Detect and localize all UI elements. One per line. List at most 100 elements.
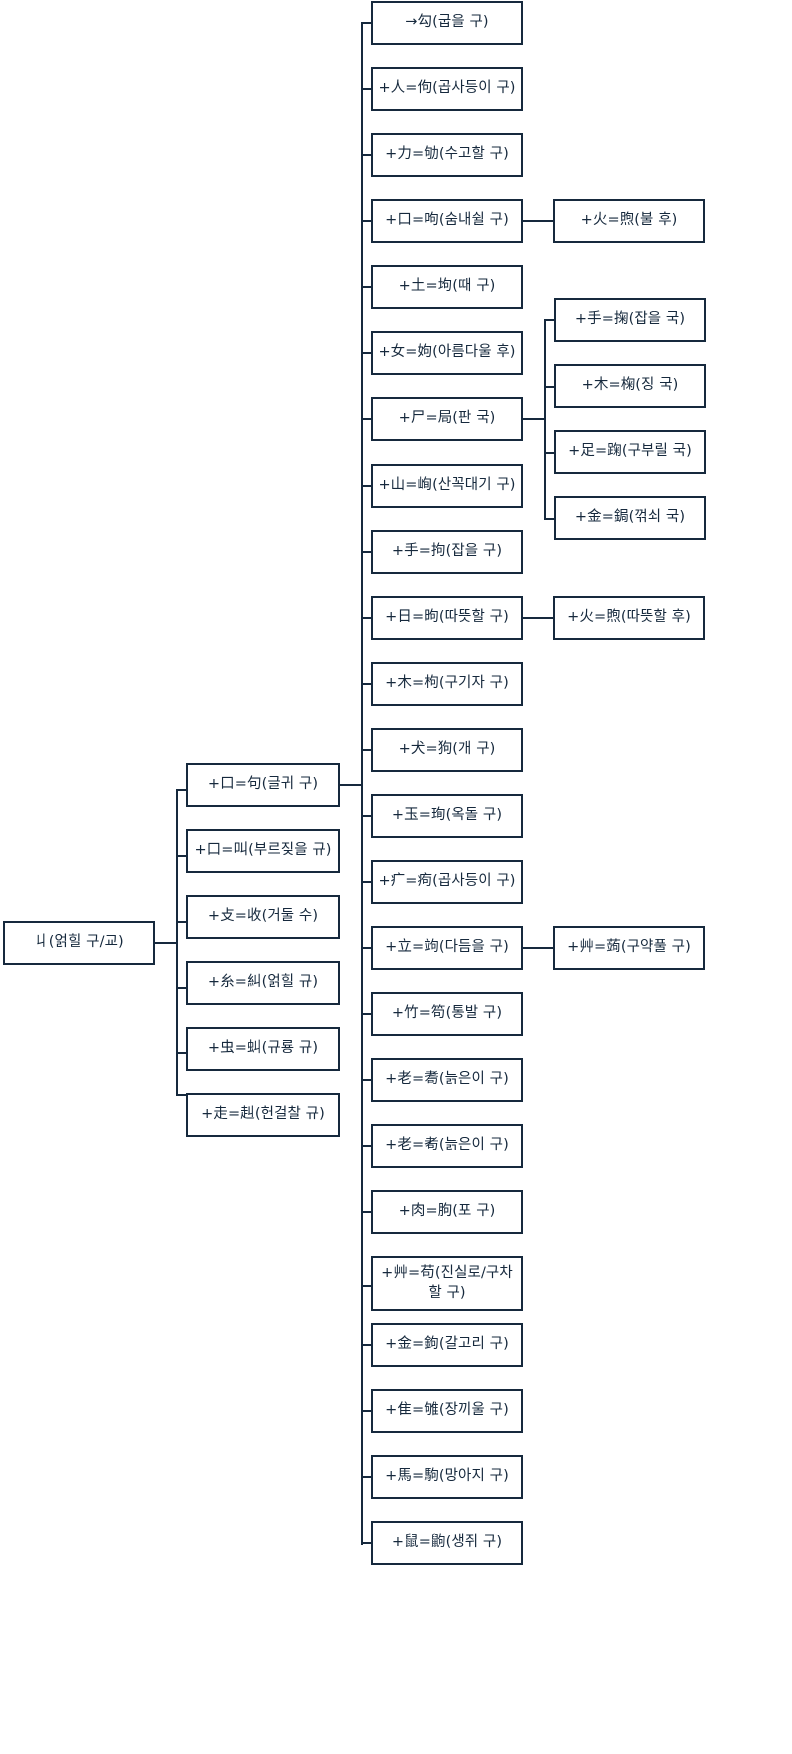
level3-node-1[interactable]: +人=佝(곱사등이 구) xyxy=(371,67,523,111)
level3-node-9[interactable]: +日=昫(따뜻할 구) xyxy=(371,596,523,640)
edge-stub-l4-2 xyxy=(544,386,554,388)
edge-stub-l3-15 xyxy=(361,1013,371,1015)
edge-root-out xyxy=(155,942,177,944)
level3-node-23[interactable]: +鼠=鼩(생쥐 구) xyxy=(371,1521,523,1565)
edge-stub-l4-3 xyxy=(544,452,554,454)
level2-node-0-label: +口=句(글귀 구) xyxy=(207,776,319,793)
level4-node-4[interactable]: +金=鋦(꺾쇠 국) xyxy=(554,496,706,540)
edge-stub-l4-4 xyxy=(544,518,554,520)
level4-node-1-label: +手=掬(잡을 국) xyxy=(574,311,686,328)
level2-node-3[interactable]: +糸=糾(얽힐 규) xyxy=(186,961,340,1005)
level3-node-18[interactable]: +肉=朐(포 구) xyxy=(371,1190,523,1234)
level3-node-13[interactable]: +疒=痀(곱사등이 구) xyxy=(371,860,523,904)
level3-node-0[interactable]: →勾(굽을 구) xyxy=(371,1,523,45)
edge-stub-l2-5 xyxy=(176,1094,186,1096)
level3-node-11[interactable]: +犬=狗(개 구) xyxy=(371,728,523,772)
level4-node-6[interactable]: +艸=蒟(구약풀 구) xyxy=(553,926,705,970)
level3-node-15[interactable]: +竹=笱(통발 구) xyxy=(371,992,523,1036)
edge-level4-kuk-trunk xyxy=(544,320,546,519)
level3-node-7[interactable]: +山=峋(산꼭대기 구) xyxy=(371,464,523,508)
level4-node-2[interactable]: +木=椈(징 국) xyxy=(554,364,706,408)
level3-node-17-label: +老=耇(늙은이 구) xyxy=(385,1137,509,1154)
level4-node-5-label: +火=煦(따뜻할 후) xyxy=(567,609,691,626)
level3-node-9-label: +日=昫(따뜻할 구) xyxy=(385,609,509,626)
edge-stub-l3-0 xyxy=(361,22,371,24)
edge-stub-l3-6 xyxy=(361,418,371,420)
level3-node-12[interactable]: +玉=珣(옥돌 구) xyxy=(371,794,523,838)
level2-node-5-label: +走=赳(헌걸찰 규) xyxy=(201,1106,325,1123)
edge-stub-l3-14 xyxy=(361,947,371,949)
edge-l3-3-to-l4-0 xyxy=(523,220,553,222)
level3-node-5-label: +女=姁(아름다울 후) xyxy=(378,344,516,361)
level3-node-3-label: +口=呴(숨내쉴 구) xyxy=(385,212,509,229)
edge-stub-l2-0 xyxy=(176,789,186,791)
edge-l3-6-out xyxy=(523,418,545,420)
edge-stub-l3-12 xyxy=(361,815,371,817)
level3-node-6[interactable]: +尸=局(판 국) xyxy=(371,397,523,441)
level3-node-20-label: +金=鉤(갈고리 구) xyxy=(385,1336,509,1353)
edge-stub-l3-17 xyxy=(361,1145,371,1147)
level3-node-17[interactable]: +老=耇(늙은이 구) xyxy=(371,1124,523,1168)
edge-stub-l3-2 xyxy=(361,154,371,156)
edge-l3-14-to-l4-6 xyxy=(523,947,553,949)
level2-node-4[interactable]: +虫=虯(규룡 규) xyxy=(186,1027,340,1071)
edge-level2-0-out xyxy=(340,784,362,786)
level3-node-2[interactable]: +力=劬(수고할 구) xyxy=(371,133,523,177)
level2-node-1[interactable]: +口=叫(부르짖을 규) xyxy=(186,829,340,873)
level3-node-13-label: +疒=痀(곱사등이 구) xyxy=(378,873,516,890)
level3-node-12-label: +玉=珣(옥돌 구) xyxy=(391,807,503,824)
level4-node-0-label: +火=煦(불 후) xyxy=(580,212,678,229)
level3-node-14-label: +立=竘(다듬을 구) xyxy=(385,939,509,956)
level2-node-3-label: +糸=糾(얽힐 규) xyxy=(207,974,319,991)
level4-node-6-label: +艸=蒟(구약풀 구) xyxy=(567,939,691,956)
level4-node-5[interactable]: +火=煦(따뜻할 후) xyxy=(553,596,705,640)
level3-node-21[interactable]: +隹=雊(장끼울 구) xyxy=(371,1389,523,1433)
level2-node-2[interactable]: +攴=收(거둘 수) xyxy=(186,895,340,939)
level3-node-14[interactable]: +立=竘(다듬을 구) xyxy=(371,926,523,970)
level2-node-4-label: +虫=虯(규룡 규) xyxy=(207,1040,319,1057)
level3-node-8[interactable]: +手=拘(잡을 구) xyxy=(371,530,523,574)
edge-stub-l3-7 xyxy=(361,485,371,487)
level3-node-3[interactable]: +口=呴(숨내쉴 구) xyxy=(371,199,523,243)
level2-node-1-label: +口=叫(부르짖을 규) xyxy=(194,842,332,859)
level3-node-4[interactable]: +土=坸(때 구) xyxy=(371,265,523,309)
level3-node-15-label: +竹=笱(통발 구) xyxy=(391,1005,503,1022)
level3-node-19[interactable]: +艸=苟(진실로/구차할 구) xyxy=(371,1256,523,1311)
level3-node-6-label: +尸=局(판 국) xyxy=(398,410,496,427)
edge-stub-l2-1 xyxy=(176,855,186,857)
level3-node-4-label: +土=坸(때 구) xyxy=(398,278,496,295)
level3-node-16[interactable]: +老=耈(늙은이 구) xyxy=(371,1058,523,1102)
level4-node-0[interactable]: +火=煦(불 후) xyxy=(553,199,705,243)
edge-stub-l3-19 xyxy=(361,1285,371,1287)
edge-stub-l3-3 xyxy=(361,220,371,222)
level3-node-18-label: +肉=朐(포 구) xyxy=(398,1203,496,1220)
level3-node-20[interactable]: +金=鉤(갈고리 구) xyxy=(371,1323,523,1367)
level3-node-22-label: +馬=駒(망아지 구) xyxy=(385,1468,509,1485)
edge-stub-l2-2 xyxy=(176,921,186,923)
level3-node-0-label: →勾(굽을 구) xyxy=(405,14,489,31)
edge-stub-l3-20 xyxy=(361,1344,371,1346)
level3-node-16-label: +老=耈(늙은이 구) xyxy=(385,1071,509,1088)
edge-stub-l3-10 xyxy=(361,683,371,685)
level3-node-19-label: +艸=苟(진실로/구차할 구) xyxy=(381,1264,513,1301)
edge-stub-l3-5 xyxy=(361,352,371,354)
level3-node-5[interactable]: +女=姁(아름다울 후) xyxy=(371,331,523,375)
level4-node-1[interactable]: +手=掬(잡을 국) xyxy=(554,298,706,342)
root-node[interactable]: 丩(얽힐 구/교) xyxy=(3,921,155,965)
edge-stub-l3-9 xyxy=(361,617,371,619)
edge-stub-l3-18 xyxy=(361,1211,371,1213)
level3-node-22[interactable]: +馬=駒(망아지 구) xyxy=(371,1455,523,1499)
edge-stub-l3-13 xyxy=(361,881,371,883)
level2-node-5[interactable]: +走=赳(헌걸찰 규) xyxy=(186,1093,340,1137)
level2-node-2-label: +攴=收(거둘 수) xyxy=(207,908,319,925)
level3-node-1-label: +人=佝(곱사등이 구) xyxy=(378,80,516,97)
edge-stub-l4-1 xyxy=(544,319,554,321)
level3-node-10-label: +木=枸(구기자 구) xyxy=(385,675,509,692)
level2-node-0[interactable]: +口=句(글귀 구) xyxy=(186,763,340,807)
level3-node-10[interactable]: +木=枸(구기자 구) xyxy=(371,662,523,706)
level4-node-3[interactable]: +足=踘(구부릴 국) xyxy=(554,430,706,474)
edge-stub-l3-1 xyxy=(361,88,371,90)
edge-stub-l3-23 xyxy=(361,1542,371,1544)
level3-node-2-label: +力=劬(수고할 구) xyxy=(385,146,509,163)
